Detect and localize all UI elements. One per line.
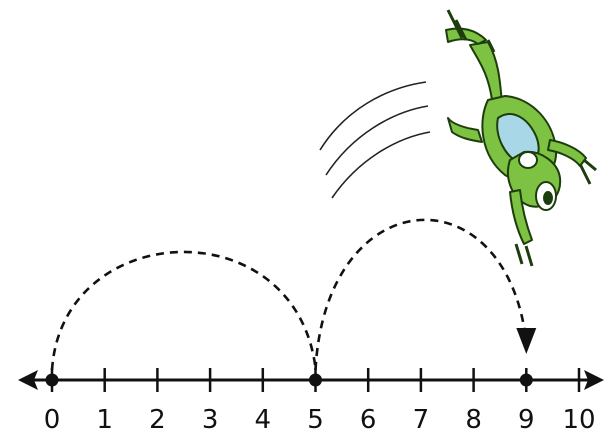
tick-label-8: 8	[465, 405, 482, 435]
point-5	[309, 373, 322, 387]
jump-arrow-icon	[516, 328, 537, 354]
motion-lines-icon	[319, 81, 431, 199]
number-line: 0 1 2 3 4 5 6 7 8 9 10	[18, 368, 604, 435]
point-0	[45, 373, 59, 387]
tick-label-4: 4	[255, 405, 272, 435]
tick-label-1: 1	[96, 405, 113, 435]
tick-label-3: 3	[202, 405, 219, 435]
point-9	[519, 373, 533, 387]
tick-label-10: 10	[562, 405, 595, 435]
left-arrow-icon	[18, 370, 38, 390]
tick-label-0: 0	[44, 405, 61, 435]
jump-arc-2	[314, 218, 528, 371]
frog-icon	[445, 9, 597, 267]
tick-label-5: 5	[307, 405, 324, 435]
tick-label-2: 2	[149, 405, 166, 435]
tick-label-6: 6	[360, 405, 377, 435]
jump-arcs	[50, 218, 537, 371]
right-arrow-icon	[584, 370, 604, 390]
tick-label-9: 9	[518, 405, 535, 435]
jump-arc-1	[50, 250, 317, 371]
tick-label-7: 7	[413, 405, 430, 435]
